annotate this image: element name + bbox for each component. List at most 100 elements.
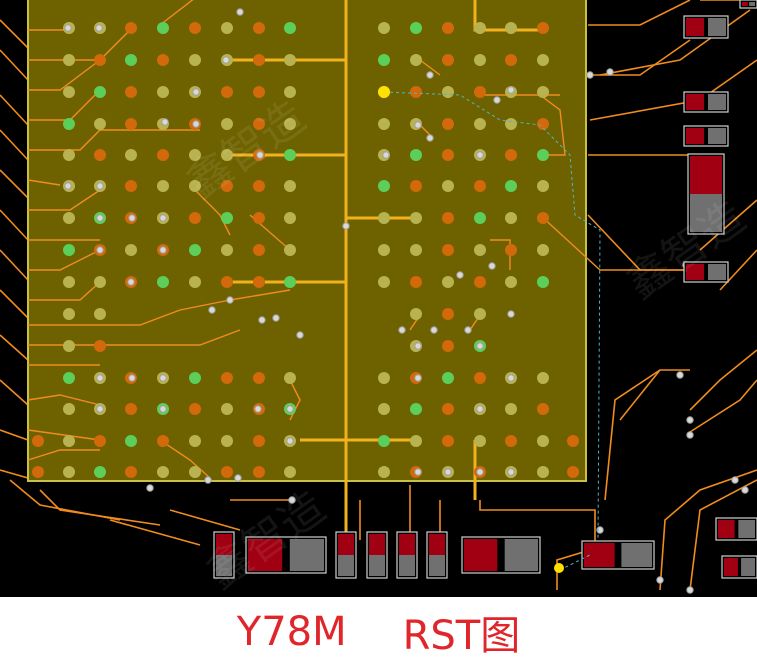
- pad-r-13-5: [537, 435, 549, 447]
- trace-bg-1: [0, 49, 29, 81]
- pad-l-7-1: [63, 244, 75, 256]
- cap-c1-pad-a: [216, 534, 232, 555]
- via-23: [159, 374, 167, 382]
- pad-l-4-4: [157, 149, 169, 161]
- pad-l-2-3: [125, 86, 137, 98]
- via-12: [159, 214, 167, 222]
- trace-bg-3: [0, 129, 29, 161]
- pad-l-4-1: [63, 149, 75, 161]
- via-46: [464, 326, 472, 334]
- pad-r-4-2: [442, 149, 454, 161]
- trace-chip-21: [229, 289, 291, 301]
- pad-l-1-7: [253, 54, 265, 66]
- pad-r-7-3: [474, 244, 486, 256]
- pad-r-6-1: [410, 212, 422, 224]
- trace-bg-10: [0, 429, 29, 441]
- pad-r-6-5: [537, 212, 549, 224]
- chip-traces: [27, 0, 690, 545]
- res-r7-pad-b: [708, 128, 726, 144]
- pad-l-0-8: [284, 22, 296, 34]
- trace-chip-23: [159, 0, 194, 26]
- pad-l-14-8: [284, 466, 296, 478]
- caption-model: Y78M: [236, 609, 347, 655]
- pad-l-6-1: [63, 212, 75, 224]
- pad-l-11-1: [63, 372, 75, 384]
- via-11: [128, 214, 136, 222]
- via-1: [95, 24, 103, 32]
- via-54: [476, 468, 484, 476]
- pad-r-11-0: [378, 372, 390, 384]
- cap-c2-pad-a: [248, 539, 283, 571]
- pad-l-2-7: [253, 86, 265, 98]
- pad-r-7-2: [442, 244, 454, 256]
- via-18: [258, 316, 266, 324]
- ratsnest-lines: [383, 91, 601, 571]
- res-r6-pad-b: [708, 94, 726, 110]
- pad-l-3-2: [94, 118, 106, 130]
- trace-chip-10: [28, 299, 231, 326]
- pad-r-3-4: [505, 118, 517, 130]
- res-r9: [715, 517, 757, 541]
- trace-bg-36: [556, 549, 591, 590]
- pad-r-8-1: [410, 276, 422, 288]
- cap-c4-pad-b: [621, 543, 652, 567]
- res-r11: [739, 0, 757, 9]
- pad-r-12-2: [442, 403, 454, 415]
- trace-bg-6: [0, 249, 29, 281]
- pad-r-6-4: [505, 212, 517, 224]
- cap-c5: [687, 153, 725, 235]
- pad-r-1-2: [442, 54, 454, 66]
- pad-l-0-7: [253, 22, 265, 34]
- via-29: [146, 484, 154, 492]
- via-64: [741, 486, 749, 494]
- trace-chip-11: [28, 329, 241, 346]
- via-31: [234, 474, 242, 482]
- pad-r-6-2: [442, 212, 454, 224]
- pad-l-13-7: [253, 435, 265, 447]
- pad-r-8-3: [474, 276, 486, 288]
- pad-r-0-5: [537, 22, 549, 34]
- via-26: [254, 405, 262, 413]
- caption-bar: Y78M RST图: [0, 600, 757, 664]
- vias: [64, 8, 749, 594]
- pad-r-12-0: [378, 403, 390, 415]
- pad-l-13-0: [32, 435, 44, 447]
- trace-chip-15: [27, 449, 100, 461]
- pad-r-1-0: [378, 54, 390, 66]
- pad-r-13-6: [567, 435, 579, 447]
- res-r10-pad-b: [741, 558, 755, 576]
- via-24: [96, 405, 104, 413]
- via-63: [731, 476, 739, 484]
- pad-r-11-3: [474, 372, 486, 384]
- trace-chip-24: [189, 184, 231, 236]
- res-r2: [366, 531, 388, 579]
- pad-r-6-3: [474, 212, 486, 224]
- res-r8: [683, 261, 729, 283]
- pad-r-7-1: [410, 244, 422, 256]
- via-9: [96, 182, 104, 190]
- smd-components: [213, 0, 757, 579]
- pad-l-11-6: [221, 372, 233, 384]
- via-48: [507, 310, 515, 318]
- trace-bg-15: [588, 39, 691, 76]
- trace-chip-4: [28, 129, 200, 151]
- res-r4: [426, 531, 448, 579]
- pad-r-13-2: [442, 435, 454, 447]
- pad-l-0-3: [125, 22, 137, 34]
- pad-l-14-6: [221, 466, 233, 478]
- via-60: [686, 431, 694, 439]
- trace-bg-4: [0, 169, 29, 199]
- res-r1-pad-b: [338, 555, 354, 576]
- trace-bg-8: [0, 334, 29, 361]
- pad-l-2-4: [157, 86, 169, 98]
- pad-l-9-2: [94, 308, 106, 320]
- pad-l-0-4: [157, 22, 169, 34]
- via-22: [128, 374, 136, 382]
- pad-l-4-3: [125, 149, 137, 161]
- via-13: [96, 246, 104, 254]
- trace-chip-16: [159, 439, 211, 479]
- pad-l-12-6: [221, 403, 233, 415]
- trace-bg-11: [0, 469, 29, 479]
